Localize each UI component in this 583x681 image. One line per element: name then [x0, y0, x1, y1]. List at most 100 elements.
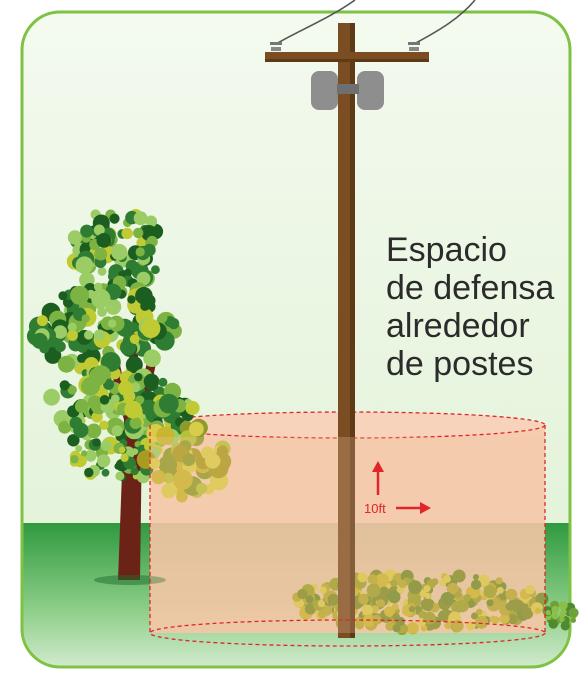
leaf — [135, 247, 145, 257]
leaf — [93, 329, 106, 341]
leaf — [110, 394, 120, 404]
leaf — [168, 318, 180, 330]
shrub-leaf — [499, 613, 510, 624]
leaf — [111, 425, 123, 437]
diagram-caption: Espacio de defensa alrededor de postes — [386, 231, 559, 383]
shrub-leaf — [370, 577, 378, 585]
shrub-leaf — [173, 469, 193, 490]
shrub-leaf — [205, 453, 221, 469]
leaf — [92, 438, 101, 447]
leaf — [54, 341, 66, 352]
leaf — [151, 265, 160, 275]
shrub-icon — [136, 418, 232, 503]
shrub-leaf — [507, 614, 517, 624]
shrub-leaf — [138, 453, 150, 465]
shrub-leaf — [560, 613, 565, 618]
leaf — [67, 385, 77, 395]
shrub-leaf — [319, 586, 327, 594]
leaf — [70, 455, 79, 464]
leaf — [129, 322, 139, 332]
radius-arrow-icon — [396, 502, 431, 514]
shrub-leaf — [440, 592, 454, 605]
tree-shadow — [94, 575, 166, 585]
leaf — [31, 332, 48, 349]
shrub-leaf — [361, 604, 373, 616]
shrub-leaf — [560, 621, 570, 631]
leaf — [84, 449, 97, 462]
shrub-leaf — [384, 606, 395, 617]
shrub-leaf — [408, 580, 422, 595]
leaf — [121, 227, 133, 240]
shrub-leaf — [305, 595, 314, 604]
shrub-leaf — [392, 624, 401, 633]
pin-insulator-left-icon — [270, 42, 282, 51]
leaf — [115, 471, 125, 481]
leaf — [93, 224, 105, 236]
shrub-leaf — [473, 574, 480, 581]
leaf — [67, 434, 80, 447]
leaf — [59, 380, 70, 391]
caption-line-1: Espacio — [386, 231, 507, 269]
shrub-leaf — [570, 617, 577, 623]
caption-line-4: de postes — [386, 345, 533, 383]
leaf — [145, 215, 158, 228]
shrub-leaf — [378, 586, 390, 597]
leaf — [81, 450, 88, 457]
leaf — [36, 315, 48, 327]
leaf — [94, 247, 108, 261]
shrub-leaf — [498, 601, 507, 610]
shrub-leaf — [483, 585, 497, 599]
shrub-leaf — [392, 613, 400, 621]
shrub-leaf — [511, 599, 525, 613]
leaf — [81, 314, 90, 323]
height-arrow-icon — [372, 461, 384, 495]
shrub-leaf — [558, 617, 564, 623]
leaf — [96, 233, 112, 248]
shrub-leaf — [558, 601, 568, 610]
leaf — [109, 213, 120, 224]
shrub-leaf — [454, 591, 462, 599]
shrub-leaf — [375, 573, 389, 587]
leaf — [91, 288, 111, 309]
shrub-leaf — [161, 483, 177, 499]
leaf — [118, 380, 134, 396]
shrub-leaf — [471, 579, 482, 590]
leaf — [101, 468, 110, 477]
leaf — [136, 271, 151, 286]
leaf — [97, 307, 107, 317]
leaf — [135, 286, 153, 305]
leaf — [125, 356, 143, 374]
shrub-leaf — [424, 593, 431, 599]
tree-icon — [26, 209, 200, 585]
caption-line-2: de defensa — [386, 269, 554, 307]
shrub-leaf — [471, 612, 479, 620]
shrub-leaf — [317, 600, 325, 608]
shrub-leaf — [525, 584, 535, 595]
leaf — [53, 325, 68, 339]
leaf — [185, 400, 200, 416]
shrub-leaf — [216, 445, 229, 457]
leaf — [133, 227, 144, 239]
shrub-leaf — [357, 572, 368, 583]
shrub-leaf — [505, 602, 515, 611]
leaf — [124, 400, 142, 419]
leaf — [70, 285, 90, 305]
shrub-leaf — [420, 598, 434, 611]
leaf — [58, 420, 72, 434]
leaf — [100, 440, 112, 451]
leaf — [158, 393, 179, 414]
leaf — [75, 399, 89, 414]
shrub-leaf — [163, 472, 174, 484]
leaf — [88, 367, 108, 386]
leaf — [80, 224, 94, 238]
shrub-leaf — [463, 594, 472, 602]
shrub-leaf — [398, 579, 407, 589]
shrub-leaf — [475, 608, 483, 615]
leaf — [77, 353, 86, 363]
leaf — [127, 295, 136, 304]
shrub-leaf — [148, 458, 161, 470]
leaf — [133, 211, 148, 226]
shrub-leaf — [486, 599, 494, 607]
shrub-leaf — [156, 426, 175, 446]
shrub-leaf — [354, 616, 363, 625]
